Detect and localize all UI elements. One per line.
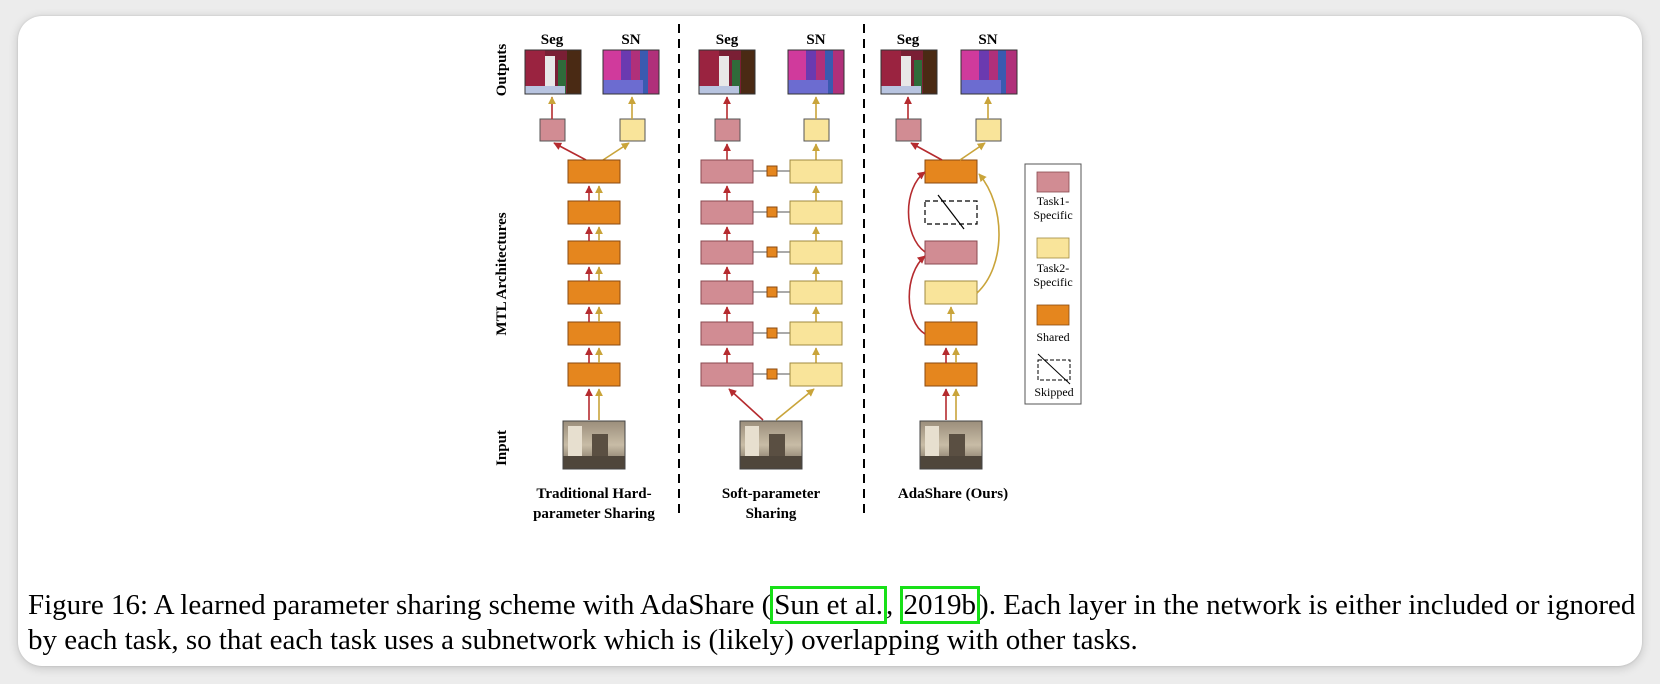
figure-card: Outputs MTL Architectures Input Seg SN [18,16,1642,666]
task1-head-block [539,118,566,142]
sn-output-image [787,49,845,95]
seg-output-image [880,49,938,95]
row-label-input: Input [494,430,510,466]
soft-layer-row [700,280,843,305]
output-label-sn: SN [806,32,825,48]
output-label-seg: Seg [897,32,920,48]
adashare-arrows [904,96,1000,420]
output-label-sn: SN [978,32,997,48]
column-title: Traditional Hard- [536,486,651,502]
shared-layer-block [567,321,621,346]
soft-layer-row [700,362,843,387]
layer-arrows [585,185,603,420]
soft-layer-row [700,240,843,265]
legend-task2-label: Specific [1033,275,1072,289]
column-title: parameter Sharing [533,506,655,522]
sn-output-image [960,49,1018,95]
task2-head-block [975,118,1002,142]
soft-layer-row [700,200,843,225]
legend-shared-label: Shared [1036,330,1069,344]
legend-task1-label: Specific [1033,208,1072,222]
legend-skipped-label: Skipped [1034,385,1073,399]
hard-sharing-column: Seg SN [524,32,660,522]
shared-layer-block [567,159,621,184]
shared-layer-block [924,159,978,184]
arrow [553,142,587,161]
shared-layer-block [567,240,621,265]
legend: Task1- Specific Task2- Specific Shared S… [1024,163,1082,405]
soft-sharing-column: Seg SN [698,32,845,522]
shared-layer-block [924,362,978,387]
soft-arrows [723,96,820,421]
soft-layer-row [700,159,843,184]
task2-head-block [619,118,646,142]
column-title: AdaShare (Ours) [898,486,1008,502]
task2-layer-block [924,280,978,305]
output-label-sn: SN [621,32,640,48]
citation-author-link[interactable]: Sun et al. [770,586,888,624]
sn-output-image [602,49,660,95]
input-image [919,420,983,470]
task1-head-block [714,118,741,142]
shared-layer-block [567,362,621,387]
seg-output-image [698,49,756,95]
row-label-outputs: Outputs [494,44,510,97]
column-title: Sharing [746,506,797,522]
legend-task1-label: Task1- [1037,194,1069,208]
shared-layer-block [924,321,978,346]
task2-head-block [803,118,830,142]
legend-task2-label: Task2- [1037,261,1069,275]
adashare-column: Seg SN [880,32,1018,502]
legend-skipped-swatch [1037,353,1071,385]
figure-caption: Figure 16: A learned parameter sharing s… [28,586,1638,658]
citation-separator: , [886,589,901,621]
output-label-seg: Seg [541,32,564,48]
caption-prefix: Figure 16: A learned parameter sharing s… [28,589,772,621]
shared-layer-block [567,200,621,225]
shared-layer-block [567,280,621,305]
input-image [739,420,803,470]
legend-task1-swatch [1036,171,1070,193]
task1-layer-block [924,240,978,265]
input-image [562,420,626,470]
legend-shared-swatch [1036,304,1070,326]
column-title: Soft-parameter [722,486,821,502]
output-label-seg: Seg [716,32,739,48]
caption-suffix: ). Each layer in the network is either i… [28,589,1636,656]
row-label-mtl: MTL Architectures [494,212,510,335]
figure-diagram: Outputs MTL Architectures Input Seg SN [494,24,1082,522]
citation-year-link[interactable]: 2019b [899,586,981,624]
skipped-layer-block [924,194,978,230]
soft-layer-row [700,321,843,346]
legend-task2-swatch [1036,237,1070,259]
arrow [602,142,630,161]
seg-output-image [524,49,582,95]
task1-head-block [895,118,922,142]
